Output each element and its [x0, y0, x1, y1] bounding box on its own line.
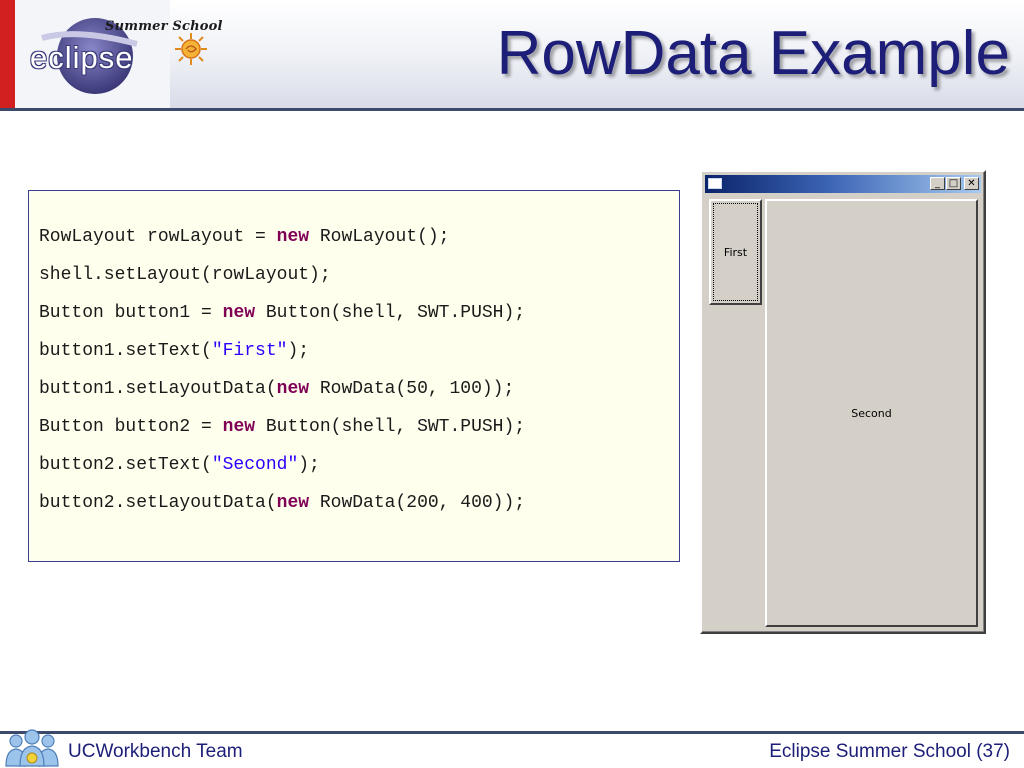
sun-icon [175, 33, 207, 65]
footer-divider [0, 731, 1024, 734]
code-text: Button button1 = [39, 303, 223, 323]
close-button[interactable]: ✕ [964, 177, 979, 190]
code-text: RowData(50, 100)); [309, 379, 515, 399]
code-line: Button button2 = new Button(shell, SWT.P… [39, 416, 525, 438]
code-text: button2.setText( [39, 455, 212, 475]
code-line: button1.setText("First"); [39, 340, 309, 362]
code-text: ); [287, 341, 310, 361]
code-line: Button button1 = new Button(shell, SWT.P… [39, 302, 525, 324]
code-line: shell.setLayout(rowLayout); [39, 264, 331, 286]
minimize-button[interactable]: _ [930, 177, 945, 190]
code-text: button1.setLayoutData( [39, 379, 277, 399]
swt-shell-window: _ □ ✕ First Second [700, 170, 986, 634]
code-line: button2.setLayoutData(new RowData(200, 4… [39, 492, 525, 514]
accent-bar [0, 0, 15, 108]
eclipse-swoosh-icon [41, 18, 138, 94]
code-text: RowData(200, 400)); [309, 493, 526, 513]
code-text: ); [298, 455, 320, 475]
eclipse-logo [15, 0, 170, 108]
slide-header: Summer School eclipse RowData Example [0, 0, 1024, 108]
header-divider [0, 108, 1024, 111]
slide-footer [0, 734, 1024, 768]
maximize-button[interactable]: □ [946, 177, 961, 190]
code-text: RowLayout rowLayout = [39, 227, 277, 247]
code-text: RowLayout(); [309, 227, 450, 247]
code-keyword: new [276, 379, 310, 399]
code-keyword: new [222, 303, 256, 323]
second-button-label: Second [851, 406, 892, 420]
code-line: button1.setLayoutData(new RowData(50, 10… [39, 378, 514, 400]
code-text: Button(shell, SWT.PUSH); [255, 303, 526, 323]
footer-page: Eclipse Summer School (37) [769, 741, 1010, 762]
second-button[interactable]: Second [765, 199, 978, 627]
people-icon [5, 729, 59, 767]
logo-tagline: Summer School [105, 19, 223, 34]
code-text: button2.setLayoutData( [39, 493, 277, 513]
code-string: "First" [211, 341, 288, 361]
code-keyword: new [276, 227, 310, 247]
window-system-icon[interactable] [708, 178, 722, 189]
code-keyword: new [276, 493, 310, 513]
code-line: RowLayout rowLayout = new RowLayout(); [39, 226, 449, 248]
code-text: Button button2 = [39, 417, 223, 437]
logo-wordmark: eclipse [30, 40, 134, 75]
first-button-label: First [723, 245, 748, 259]
page-title: RowData Example [496, 19, 1010, 88]
code-string: "Second" [211, 455, 299, 475]
window-titlebar: _ □ ✕ [705, 175, 981, 193]
footer-team: UCWorkbench Team [68, 741, 243, 762]
code-listing: RowLayout rowLayout = new RowLayout(); sh… [28, 190, 680, 562]
code-text: Button(shell, SWT.PUSH); [255, 417, 526, 437]
code-keyword: new [222, 417, 256, 437]
code-text: button1.setText( [39, 341, 212, 361]
focus-rectangle [713, 203, 758, 301]
first-button[interactable]: First [709, 199, 762, 305]
code-line: button2.setText("Second"); [39, 454, 320, 476]
code-text: shell.setLayout(rowLayout); [39, 265, 331, 285]
